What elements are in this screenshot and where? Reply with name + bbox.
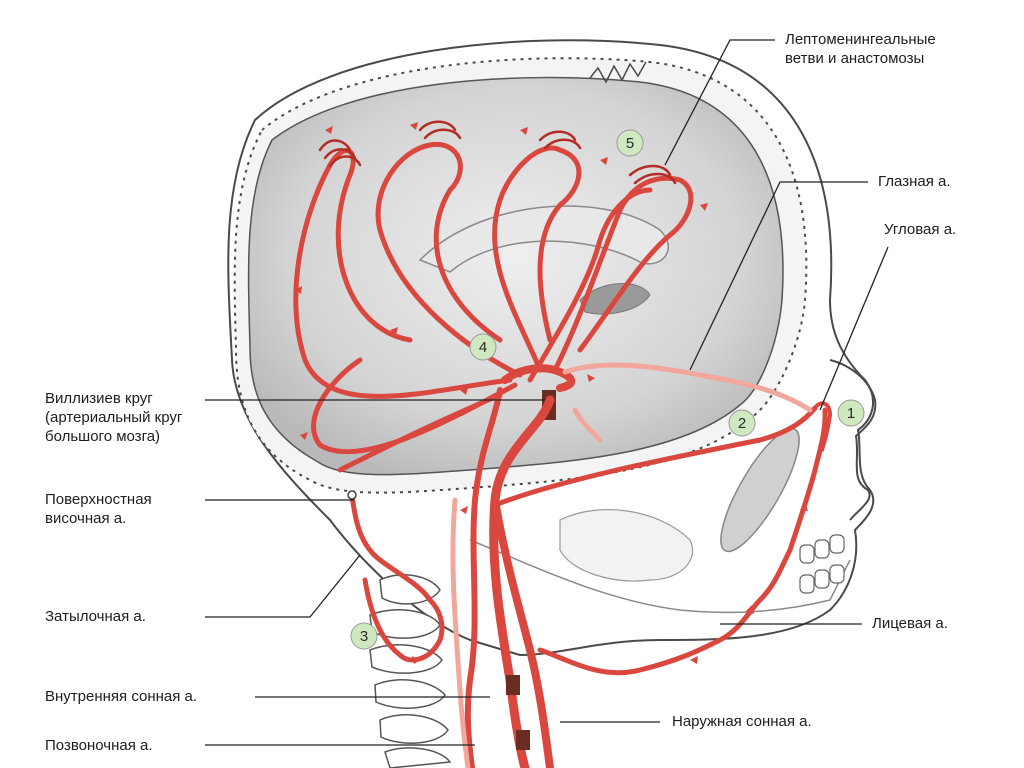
- orbit: [720, 427, 800, 553]
- cortical-artery-3: [492, 145, 582, 373]
- jaw-outline: [469, 539, 851, 614]
- label-occipital-artery: Затылочная а.: [45, 608, 146, 625]
- internal-carotid-dark-segment-2: [516, 730, 530, 750]
- internal-carotid-dark-segment: [506, 675, 520, 695]
- label-ophthalmic-artery: Глазная а.: [878, 173, 951, 190]
- face-profile: [829, 359, 877, 521]
- vertebral-artery: [464, 387, 503, 768]
- svg-text:4: 4: [479, 339, 487, 356]
- flow-arrows: [295, 122, 808, 664]
- label-leptomeningeal-branches: Лептоменингеальные ветви и анастомозы: [785, 31, 936, 67]
- svg-text:1: 1: [847, 405, 855, 422]
- cortical-artery-6: [337, 392, 503, 473]
- cortical-artery-2: [375, 142, 523, 378]
- label-angular-artery: Угловая а.: [884, 221, 957, 238]
- label-superficial-temporal-artery: Поверхностная височная а.: [45, 491, 152, 527]
- label-circle-of-willis: Виллизиев круг (артериальный круг большо…: [45, 390, 183, 445]
- badge-5: 5: [616, 129, 644, 157]
- badge-4: 4: [469, 333, 497, 361]
- facial-artery: [537, 407, 828, 676]
- circle-of-willis: [501, 364, 576, 392]
- svg-text:3: 3: [360, 628, 368, 645]
- badge-3: 3: [350, 622, 378, 650]
- label-external-carotid-artery: Наружная сонная а.: [672, 713, 812, 730]
- angular-artery: [813, 401, 832, 452]
- label-vertebral-artery: Позвоночная а.: [45, 737, 153, 754]
- internal-carotid-artery: [489, 395, 555, 768]
- external-carotid-artery: [491, 496, 554, 768]
- cortical-artery-7: [527, 187, 653, 383]
- badge-1: 1: [837, 399, 865, 427]
- vertebral-pale-path: [450, 407, 603, 768]
- maxilla: [559, 509, 694, 582]
- label-internal-carotid-artery: Внутренняя сонная а.: [45, 688, 198, 705]
- teeth: [799, 534, 845, 594]
- label-facial-artery: Лицевая а.: [872, 615, 948, 632]
- skull-suture: [589, 61, 647, 84]
- maxillary-branch: [492, 405, 818, 508]
- svg-text:2: 2: [738, 415, 746, 432]
- leptomeningeal-anastomoses: [318, 120, 677, 185]
- badge-2: 2: [728, 409, 756, 437]
- arterial-network: [293, 120, 832, 768]
- temporal-node: [347, 490, 357, 500]
- svg-text:5: 5: [626, 135, 634, 152]
- brain-region: [247, 76, 784, 476]
- ophthalmic-artery: [562, 362, 813, 413]
- leader-lines: [205, 39, 889, 746]
- cortical-artery-4: [552, 175, 694, 373]
- cortical-artery-1: [293, 148, 513, 399]
- superficial-temporal-artery: [349, 492, 433, 603]
